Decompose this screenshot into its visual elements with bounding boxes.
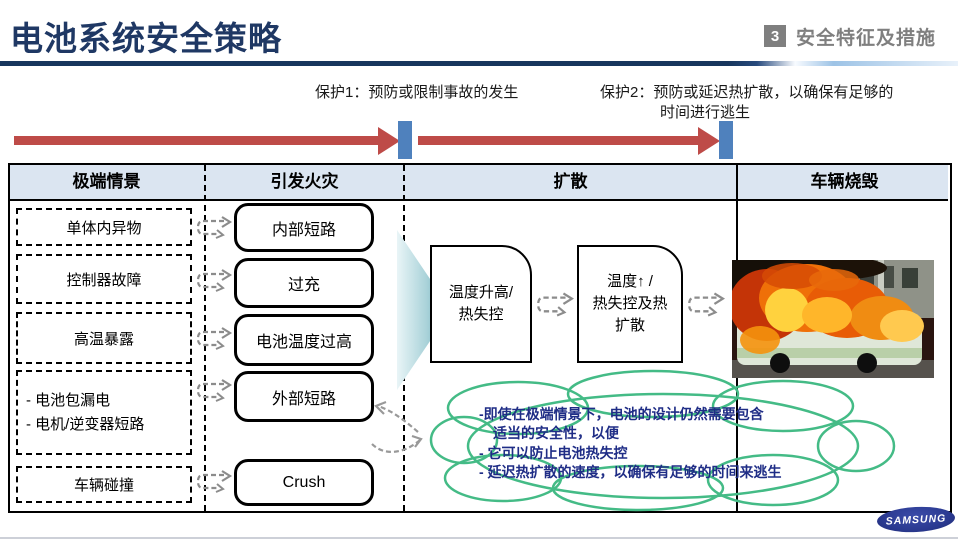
- scenario-box-high-temp-exposure: 高温暴露: [16, 312, 192, 364]
- dashed-arrow-icon: [196, 379, 232, 403]
- cause-label: Crush: [282, 473, 326, 491]
- stage1-line1: 温度升高/: [448, 284, 514, 302]
- cause-box-overcharge: 过充: [234, 258, 374, 308]
- dashed-arrow-icon: [196, 216, 232, 240]
- title-underline: [0, 61, 958, 66]
- scenario-box-cell-foreign-matter: 单体内异物: [16, 208, 192, 246]
- scenario-box-vehicle-collision: 车辆碰撞: [16, 466, 192, 503]
- page-number-badge: 3: [764, 25, 786, 47]
- cause-label: 内部短路: [271, 221, 336, 239]
- column-separator-1: [204, 165, 206, 511]
- timeline-arrow-2: [418, 136, 698, 145]
- cause-label: 过充: [287, 277, 320, 294]
- burning-bus-photo: [732, 260, 934, 378]
- scenario-label: 高温暴露: [73, 330, 134, 348]
- scenario-label-line1: - 电池包漏电: [26, 391, 111, 409]
- footer-divider: [0, 537, 958, 539]
- annotation-cloud: [429, 369, 896, 512]
- page-title: 电池系统安全策略: [10, 22, 282, 58]
- protection2-label-line1: 保护2：预防或延迟热扩散，以确保有足够的: [600, 84, 894, 101]
- scenario-label: 控制器故障: [66, 271, 142, 289]
- dashed-arrow-icon: [196, 470, 232, 494]
- dashed-arrow-icon: [688, 292, 724, 317]
- timeline-arrow-1: [14, 136, 378, 145]
- stage2-line2: 热失控及热: [592, 295, 668, 313]
- cause-label: 电池温度过高: [255, 334, 352, 351]
- curved-dashed-arrows-icon: [371, 400, 423, 453]
- flow-table: [8, 163, 952, 513]
- spread-stage1-box: 温度升高/ 热失控: [430, 245, 532, 363]
- scenario-label: 单体内异物: [66, 219, 142, 237]
- cloud-note-line4: - 延迟热扩散的速度，以确保有足够的时间来逃生: [479, 463, 782, 480]
- stage2-line1: 温度↑ /: [607, 273, 653, 291]
- cause-box-overtemperature: 电池温度过高: [234, 314, 374, 366]
- stage1-line2: 热失控: [458, 306, 504, 323]
- scenario-label-line2: - 电机/逆变器短路: [26, 415, 145, 433]
- cause-box-crush: Crush: [234, 459, 374, 506]
- timeline-arrow-1-head: [378, 127, 400, 155]
- cause-box-internal-short: 内部短路: [234, 203, 374, 252]
- timeline-divider-2: [719, 121, 733, 159]
- scenario-label: 车辆碰撞: [73, 477, 134, 494]
- dashed-arrow-icon: [537, 292, 573, 317]
- samsung-logo-text: SAMSUNG: [885, 511, 947, 528]
- cloud-note-line3: - 它可以防止电池热失控: [479, 444, 628, 461]
- scenario-box-leakage-short: - 电池包漏电 - 电机/逆变器短路: [16, 370, 192, 455]
- cloud-note-line2: 适当的安全性，以便: [493, 425, 619, 442]
- spread-stage2-box: 温度↑ / 热失控及热 扩散: [577, 245, 683, 363]
- scenario-box-controller-failure: 控制器故障: [16, 254, 192, 304]
- header-cell-trigger-fire: 引发火灾: [270, 172, 339, 191]
- dashed-arrow-icon: [196, 269, 232, 293]
- header-cell-extreme-scenario: 极端情景: [72, 172, 141, 191]
- stage2-line3: 扩散: [614, 316, 645, 334]
- big-flow-arrow-icon: [397, 230, 451, 390]
- protection2-label-line2: 时间进行逃生: [660, 104, 751, 121]
- table-header-row: [10, 165, 948, 201]
- header-cell-spread: 扩散: [553, 172, 588, 191]
- dashed-arrow-icon: [196, 327, 232, 351]
- timeline-arrow-2-head: [698, 127, 720, 155]
- cause-label: 外部短路: [271, 390, 336, 408]
- cause-box-external-short: 外部短路: [234, 371, 374, 422]
- cloud-note-text: -即使在极端情景下，电池的设计仍然需要包含 适当的安全性，以便 - 它可以防止电…: [479, 405, 899, 482]
- section-label: 安全特征及措施: [796, 28, 937, 49]
- cloud-note-line1: -即使在极端情景下，电池的设计仍然需要包含: [479, 406, 764, 422]
- protection1-label: 保护1：预防或限制事故的发生: [315, 84, 519, 101]
- header-cell-vehicle-burned: 车辆烧毁: [810, 172, 879, 191]
- timeline-divider-1: [398, 121, 412, 159]
